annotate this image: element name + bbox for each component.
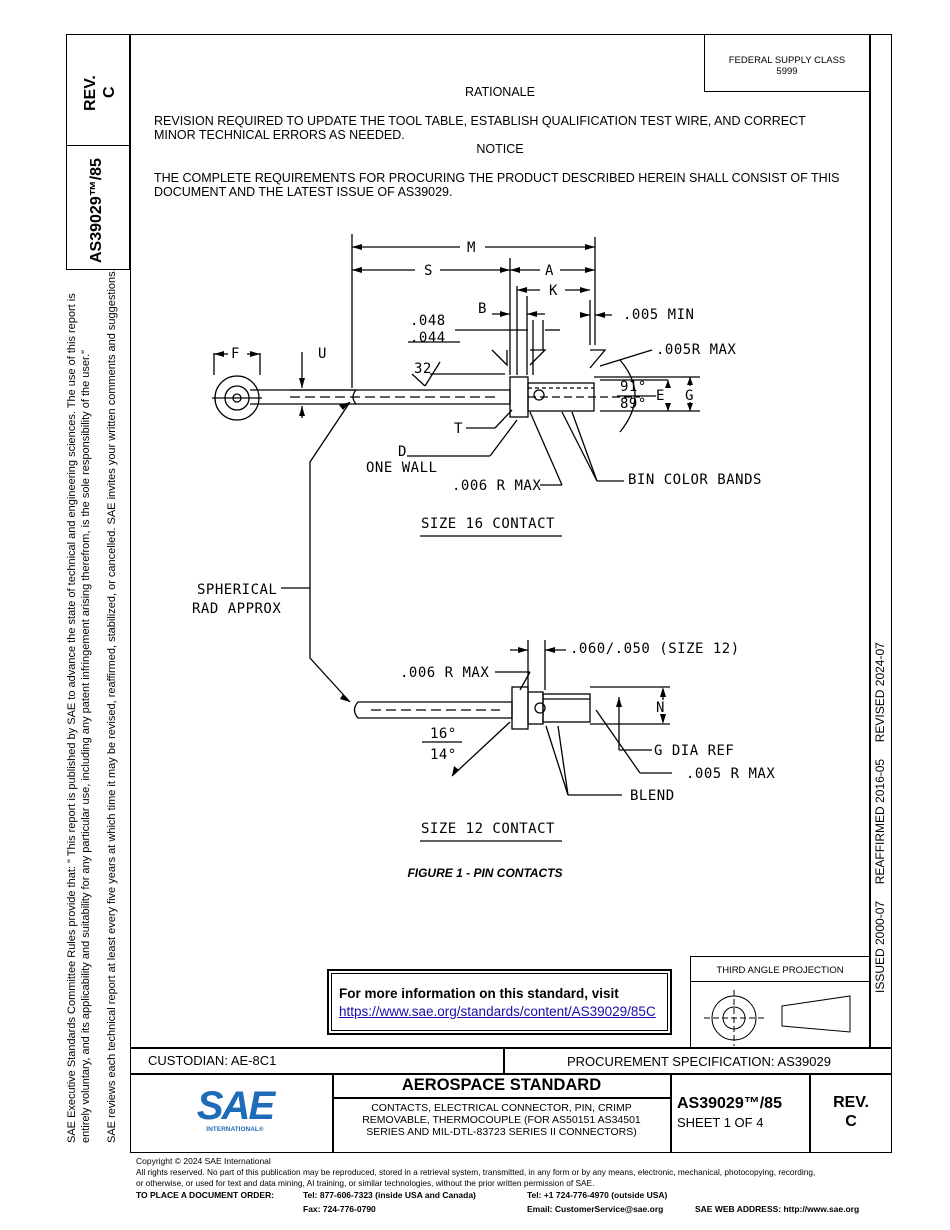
dim-005-r-max-2: .005 R MAX xyxy=(686,766,775,782)
angle-16: 16° xyxy=(430,726,457,742)
dim-006-r-max-2: .006 R MAX xyxy=(400,665,489,681)
dim-32: 32 xyxy=(414,361,432,377)
rationale-text: REVISION REQUIRED TO UPDATE THE TOOL TAB… xyxy=(154,114,806,142)
supply-class-label: FEDERAL SUPPLY CLASS xyxy=(728,55,846,66)
dim-M: M xyxy=(467,240,476,256)
page-frame xyxy=(130,34,892,1153)
size16-label: SIZE 16 CONTACT xyxy=(421,516,555,532)
dim-D: D xyxy=(398,444,407,460)
dim-044: .044 xyxy=(410,330,446,346)
dim-005r-max: .005R MAX xyxy=(656,342,736,358)
sheet-number: SHEET 1 OF 4 xyxy=(677,1115,764,1130)
notice-text: THE COMPLETE REQUIREMENTS FOR PROCURING … xyxy=(154,171,840,199)
info-box: For more information on this standard, v… xyxy=(327,969,672,1035)
web-address[interactable]: SAE WEB ADDRESS: http://www.sae.org xyxy=(695,1204,860,1214)
email[interactable]: Email: CustomerService@sae.org xyxy=(527,1204,664,1214)
figure-caption: FIGURE 1 - PIN CONTACTS xyxy=(407,866,563,880)
order-label: TO PLACE A DOCUMENT ORDER: xyxy=(136,1190,275,1200)
blend-label: BLEND xyxy=(630,788,675,804)
standard-link[interactable]: https://www.sae.org/standards/content/AS… xyxy=(339,1004,656,1019)
tel-usa: Tel: 877-606-7323 (inside USA and Canada… xyxy=(303,1190,476,1200)
dim-048: .048 xyxy=(410,313,446,329)
dim-F: F xyxy=(231,346,240,362)
title-doc-number: AS39029™/85 xyxy=(677,1095,782,1112)
rad-approx-label: RAD APPROX xyxy=(192,601,281,617)
projection-label: THIRD ANGLE PROJECTION xyxy=(716,965,844,976)
dim-B: B xyxy=(478,301,487,317)
title-rev-value: C xyxy=(845,1113,857,1130)
dim-060-050: .060/.050 (SIZE 12) xyxy=(570,641,740,657)
doc-number-box xyxy=(66,145,130,270)
dim-K: K xyxy=(549,283,558,299)
sae-logo: SAE xyxy=(196,1084,275,1128)
title-rev-label: REV. xyxy=(833,1094,869,1111)
info-heading: For more information on this standard, v… xyxy=(339,986,619,1001)
dim-S: S xyxy=(424,263,433,279)
right-strip-divider xyxy=(869,34,871,1047)
supply-class-box xyxy=(704,34,870,92)
custodian: CUSTODIAN: AE-8C1 xyxy=(148,1053,277,1068)
angle-14: 14° xyxy=(430,747,457,763)
supply-class-value: 5999 xyxy=(776,66,798,77)
fax: Fax: 724-776-0790 xyxy=(303,1204,376,1214)
one-wall-label: ONE WALL xyxy=(366,460,437,476)
document-title: CONTACTS, ELECTRICAL CONNECTOR, PIN, CRI… xyxy=(362,1102,641,1138)
rights-line2: or otherwise, or used for text and data … xyxy=(136,1178,595,1188)
dim-G: G xyxy=(685,388,694,404)
dim-U: U xyxy=(318,346,327,362)
copyright: Copyright © 2024 SAE International xyxy=(136,1156,271,1166)
rights-line1: All rights reserved. No part of this pub… xyxy=(136,1167,816,1177)
dim-A: A xyxy=(545,263,554,279)
dim-006-r-max: .006 R MAX xyxy=(452,478,541,494)
angle-89: 89° xyxy=(620,396,647,412)
procurement-spec: PROCUREMENT SPECIFICATION: AS39029 xyxy=(567,1054,831,1069)
bin-color-bands-label: BIN COLOR BANDS xyxy=(628,472,762,488)
spherical-label: SPHERICAL xyxy=(197,582,277,598)
standard-type: AEROSPACE STANDARD xyxy=(401,1076,602,1094)
dim-005-min: .005 MIN xyxy=(623,307,694,323)
size12-label: SIZE 12 CONTACT xyxy=(421,821,555,837)
tel-intl: Tel: +1 724-776-4970 (outside USA) xyxy=(527,1190,668,1200)
g-dia-ref-label: G DIA REF xyxy=(654,743,734,759)
dim-N: N xyxy=(656,700,665,716)
dim-T: T xyxy=(454,421,463,437)
rationale-heading: RATIONALE xyxy=(465,85,535,99)
notice-heading: NOTICE xyxy=(476,142,524,156)
sae-logo-sub: INTERNATIONAL® xyxy=(206,1126,264,1133)
angle-91: 91° xyxy=(620,379,647,395)
dim-E: E xyxy=(656,388,665,404)
third-angle-projection-icon xyxy=(704,990,851,1046)
